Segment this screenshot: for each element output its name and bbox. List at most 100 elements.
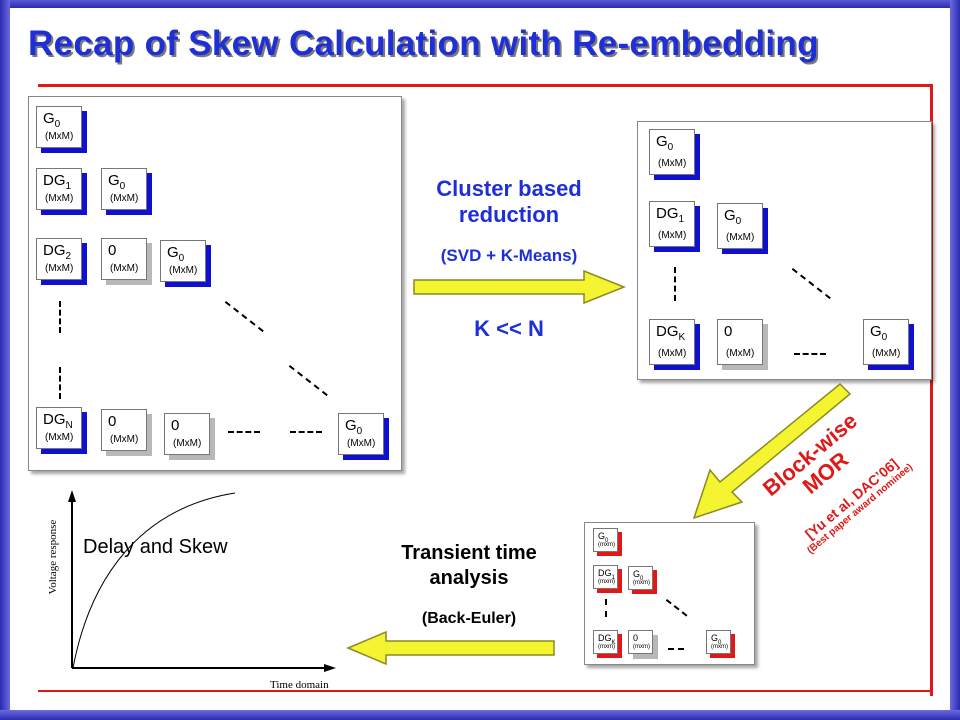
matrix-block-g0: G0 (MxM) bbox=[338, 413, 384, 455]
vertical-ellipsis bbox=[674, 267, 676, 301]
y-axis-label: Voltage response bbox=[47, 519, 59, 595]
block-size: (mxm) bbox=[598, 579, 615, 585]
step3-title-line2: analysis bbox=[429, 567, 509, 589]
block-size: (MxM) bbox=[45, 263, 74, 274]
block-size: (MxM) bbox=[726, 232, 755, 243]
title-rule bbox=[38, 84, 930, 87]
step1-method: (SVD + K-Means) bbox=[440, 246, 578, 265]
block-size: (MxM) bbox=[658, 158, 687, 169]
diagonal-ellipsis bbox=[288, 365, 328, 397]
block-label: 0 bbox=[108, 413, 117, 430]
diagonal-ellipsis bbox=[665, 599, 688, 617]
block-label: G0 bbox=[724, 207, 742, 227]
block-label: DG1 bbox=[43, 172, 72, 192]
matrix-block-g0: G0 (mxm) bbox=[628, 566, 653, 590]
right-rule bbox=[930, 84, 933, 696]
block-label: G0 bbox=[598, 531, 609, 544]
block-size: (mxm) bbox=[598, 644, 615, 650]
matrix-block-g0: G0 (mxm) bbox=[706, 630, 731, 654]
response-plot-axes bbox=[68, 490, 336, 672]
matrix-block-dgn: DGN (MxM) bbox=[36, 407, 82, 449]
matrix-block-g0: G0 (MxM) bbox=[717, 203, 763, 249]
frame-bottom bbox=[0, 710, 960, 720]
matrix-block-zero: 0 (MxM) bbox=[101, 238, 147, 280]
block-label: 0 bbox=[724, 323, 733, 340]
arrow-left-icon bbox=[346, 630, 555, 666]
block-size: (MxM) bbox=[347, 438, 376, 449]
block-label: DG2 bbox=[43, 242, 72, 262]
block-label: DG1 bbox=[598, 568, 615, 581]
matrix-block-g0: G0 (mxm) bbox=[593, 528, 618, 552]
block-label: DGK bbox=[598, 633, 616, 646]
block-label: DGN bbox=[43, 411, 73, 431]
matrix-block-g0: G0 (MxM) bbox=[101, 168, 147, 210]
vertical-ellipsis bbox=[59, 301, 61, 333]
block-label: G0 bbox=[656, 133, 674, 153]
matrix-block-dg1: DG1 (MxM) bbox=[36, 168, 82, 210]
slide-title: Recap of Skew Calculation with Re-embedd… bbox=[28, 24, 819, 63]
matrix-block-dgk: DGK (MxM) bbox=[649, 319, 695, 365]
matrix-block-zero: 0 (mxm) bbox=[628, 630, 653, 654]
reduced-matrix-panel: G0 (MxM) DG1 (MxM) G0 (MxM) DGK (MxM) 0 … bbox=[637, 121, 932, 380]
block-size: (MxM) bbox=[658, 348, 687, 359]
matrix-block-g0: G0 (MxM) bbox=[160, 240, 206, 282]
block-label: DGK bbox=[656, 323, 686, 343]
full-matrix-panel: G0 (MxM) DG1 (MxM) G0 (MxM) DG2 (MxM) 0 … bbox=[28, 96, 402, 471]
x-axis-label: Time domain bbox=[270, 679, 329, 691]
matrix-block-zero: 0 (MxM) bbox=[164, 413, 210, 455]
horizontal-ellipsis bbox=[794, 353, 826, 355]
block-size: (mxm) bbox=[633, 644, 650, 650]
block-size: (MxM) bbox=[872, 348, 901, 359]
block-size: (MxM) bbox=[45, 131, 74, 142]
step1-title-line2: reduction bbox=[458, 202, 560, 227]
matrix-block-g0: G0 (MxM) bbox=[36, 106, 82, 148]
horizontal-ellipsis bbox=[228, 431, 260, 433]
matrix-block-dgk: DGK (mxm) bbox=[593, 630, 618, 654]
block-size: (mxm) bbox=[711, 644, 728, 650]
block-label: 0 bbox=[108, 242, 117, 259]
arrow-diagonal-icon bbox=[692, 382, 852, 520]
block-size: (MxM) bbox=[726, 348, 755, 359]
matrix-block-dg1: DG1 (mxm) bbox=[593, 565, 618, 589]
horizontal-ellipsis bbox=[668, 648, 684, 650]
bottom-rule bbox=[38, 690, 933, 692]
block-label: G0 bbox=[870, 323, 888, 343]
matrix-block-g0: G0 (MxM) bbox=[863, 319, 909, 365]
block-label: 0 bbox=[171, 417, 180, 434]
block-size: (MxM) bbox=[173, 438, 202, 449]
plot-label: Delay and Skew bbox=[83, 536, 228, 558]
step1-condition: K << N bbox=[474, 316, 544, 341]
block-label: 0 bbox=[633, 633, 639, 643]
response-plot: Delay and Skew Voltage response Time dom… bbox=[40, 488, 340, 693]
matrix-block-dg1: DG1 (MxM) bbox=[649, 201, 695, 247]
matrix-block-zero: 0 (MxM) bbox=[101, 409, 147, 451]
block-size: (MxM) bbox=[658, 230, 687, 241]
horizontal-ellipsis bbox=[290, 431, 322, 433]
matrix-block-dg2: DG2 (MxM) bbox=[36, 238, 82, 280]
step3-method: (Back-Euler) bbox=[421, 610, 517, 627]
block-size: (MxM) bbox=[169, 265, 198, 276]
block-size: (MxM) bbox=[110, 263, 139, 274]
frame-top bbox=[0, 0, 960, 8]
block-label: G0 bbox=[43, 110, 61, 130]
block-size: (MxM) bbox=[110, 434, 139, 445]
diagonal-ellipsis bbox=[224, 301, 264, 333]
frame-left bbox=[0, 0, 10, 720]
block-label: DG1 bbox=[656, 205, 685, 225]
block-label: G0 bbox=[711, 633, 722, 646]
frame-right bbox=[950, 0, 960, 720]
block-label: G0 bbox=[345, 417, 363, 437]
block-size: (MxM) bbox=[45, 193, 74, 204]
reduced-order-panel: G0 (mxm) DG1 (mxm) G0 (mxm) DGK (mxm) 0 … bbox=[584, 522, 755, 665]
block-size: (MxM) bbox=[110, 193, 139, 204]
arrow-right-icon bbox=[413, 269, 626, 305]
block-label: G0 bbox=[167, 244, 185, 264]
block-size: (mxm) bbox=[633, 580, 650, 586]
block-size: (mxm) bbox=[598, 542, 615, 548]
vertical-ellipsis bbox=[605, 599, 607, 617]
step3-title-line1: Transient time bbox=[401, 542, 537, 564]
diagonal-ellipsis bbox=[791, 268, 831, 300]
block-size: (MxM) bbox=[45, 432, 74, 443]
block-label: G0 bbox=[633, 569, 644, 582]
matrix-block-zero: 0 (MxM) bbox=[717, 319, 763, 365]
